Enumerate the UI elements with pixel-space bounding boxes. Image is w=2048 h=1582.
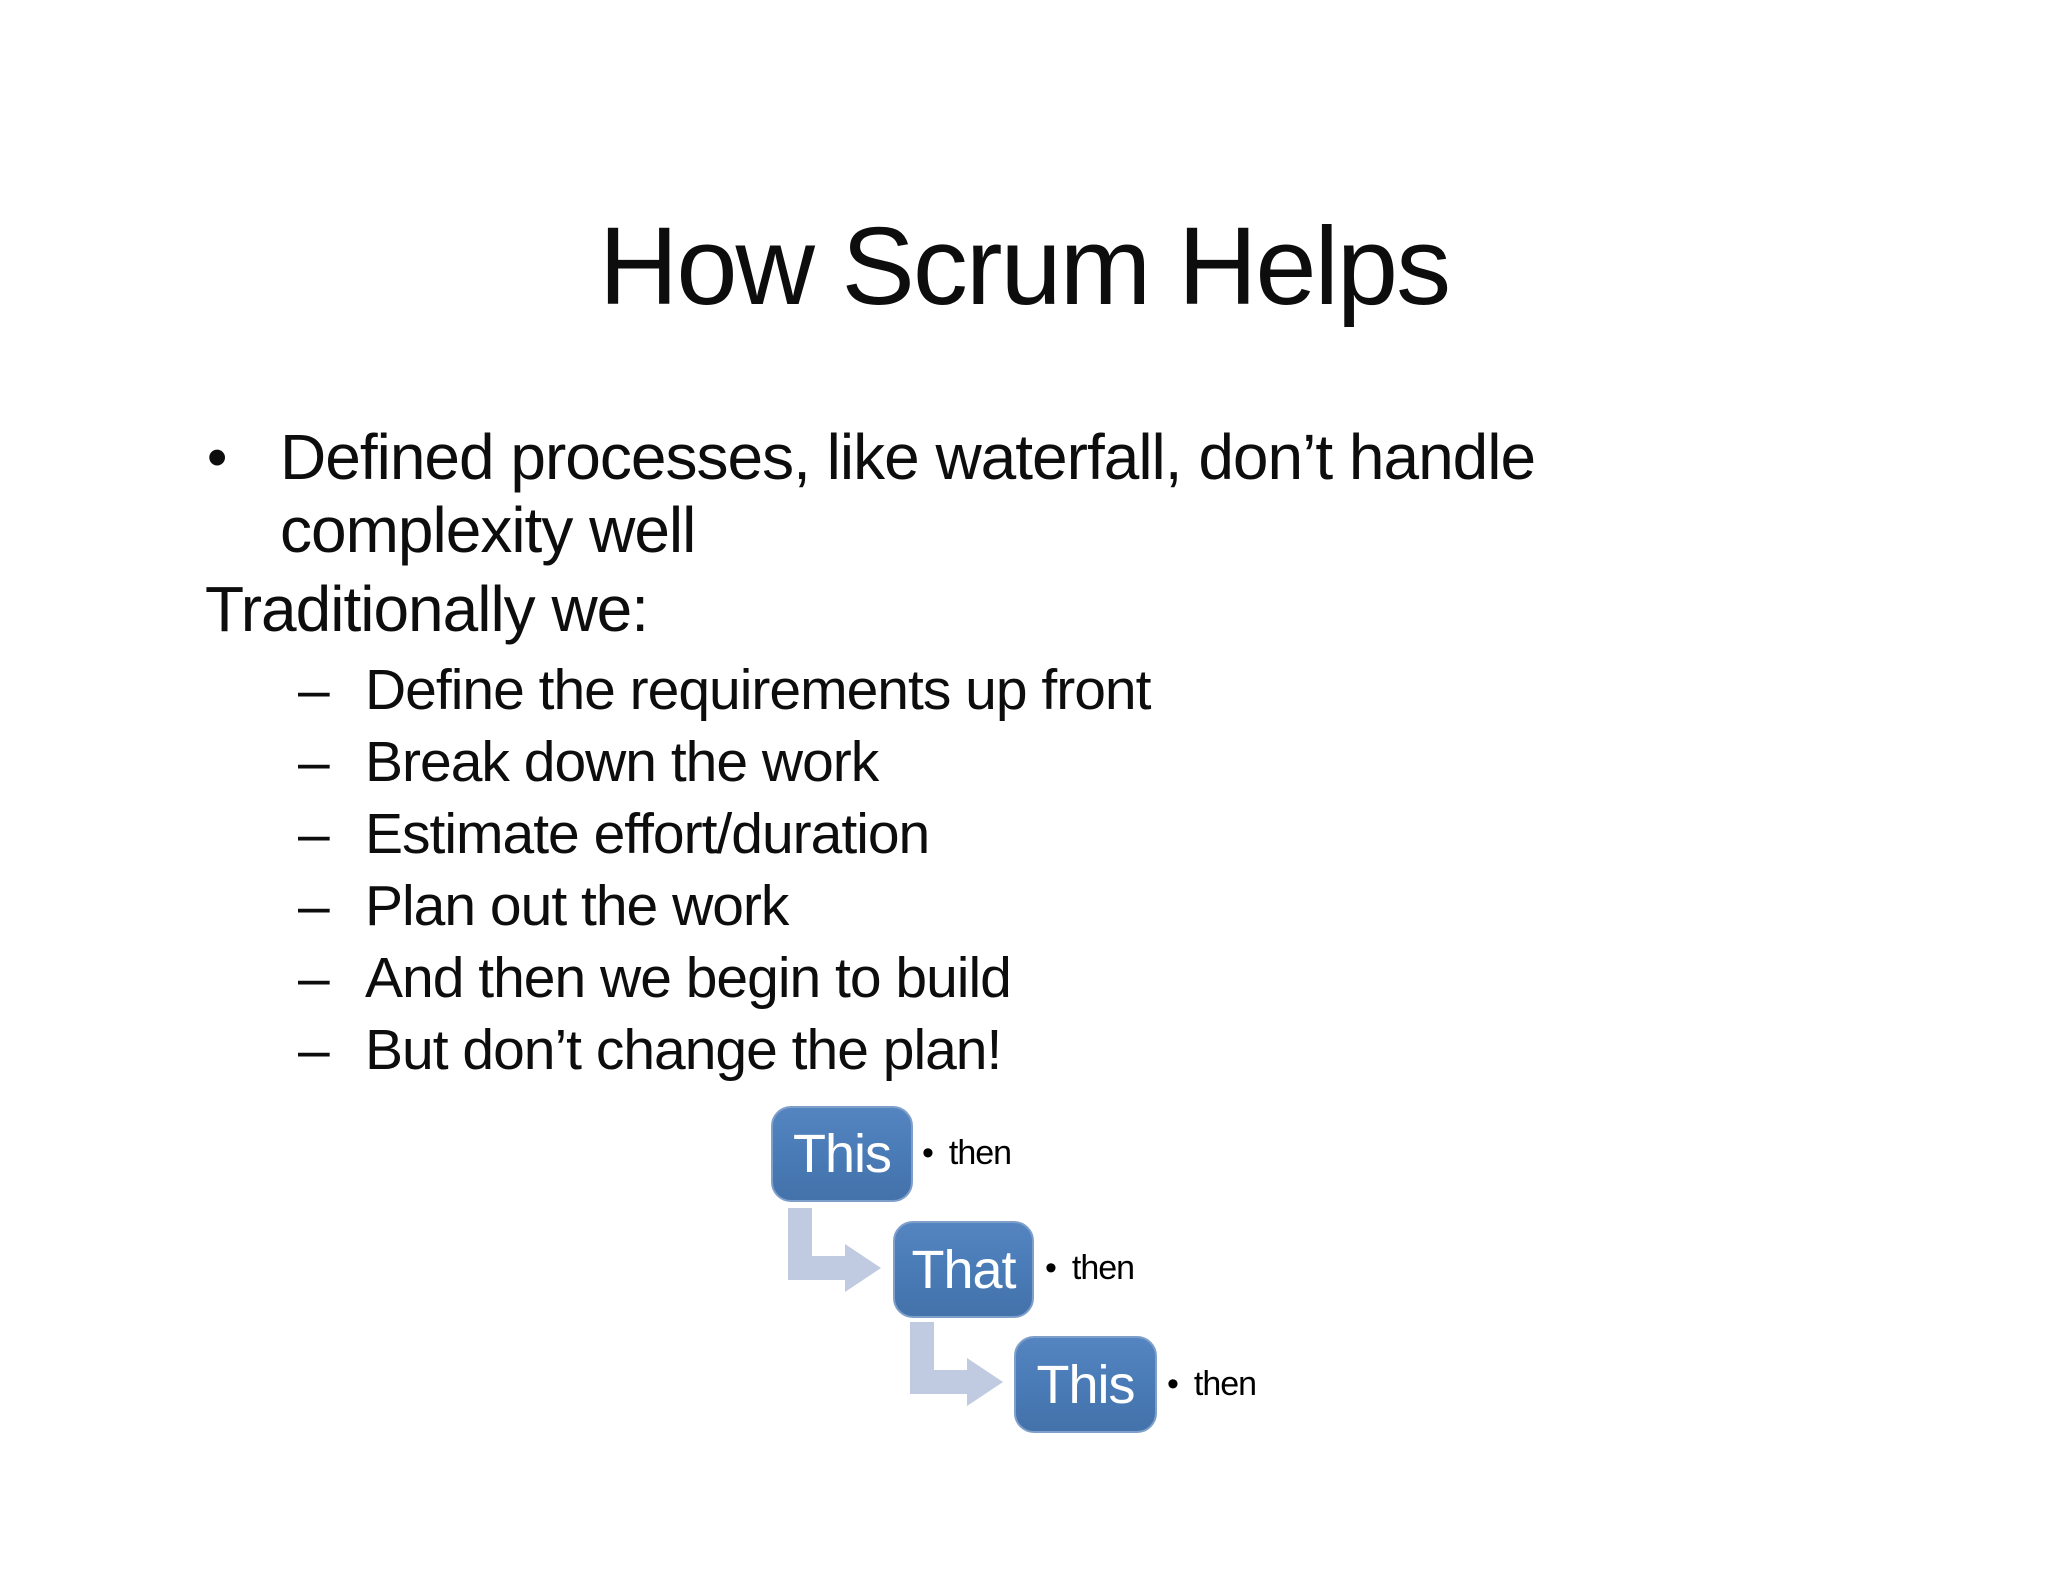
main-bullet-text: Defined processes, like waterfall, don’t…: [280, 421, 1536, 567]
then-text: then: [1193, 1364, 1257, 1403]
sub-bullet-text: Break down the work: [365, 730, 879, 794]
list-item: – Break down the work: [298, 726, 1150, 798]
then-text: then: [1071, 1248, 1135, 1287]
sub-bullet-text: Estimate effort/duration: [365, 802, 930, 866]
then-label: • then: [1167, 1358, 1257, 1410]
dash-marker: –: [298, 658, 330, 722]
sub-bullet-text: Plan out the work: [365, 874, 789, 938]
list-item: – But don’t change the plan!: [298, 1014, 1150, 1086]
sub-bullet-text: And then we begin to build: [365, 946, 1012, 1010]
diagram-box-label: That: [911, 1239, 1016, 1300]
dash-marker: –: [298, 730, 330, 794]
page-title: How Scrum Helps: [598, 205, 1451, 328]
diagram-box-this-1: This: [771, 1106, 913, 1202]
main-bullet-line-2: complexity well: [280, 494, 696, 566]
elbow-arrow-icon: [788, 1208, 881, 1292]
diagram-box-this-2: This: [1014, 1336, 1157, 1433]
dash-marker: –: [298, 802, 330, 866]
sub-bullet-list: – Define the requirements up front – Bre…: [298, 654, 1151, 1086]
elbow-arrow-icon: [910, 1322, 1003, 1406]
sub-bullet-text: But don’t change the plan!: [365, 1018, 1002, 1082]
paragraph-traditionally: Traditionally we:: [205, 573, 649, 645]
then-text: then: [948, 1133, 1012, 1172]
diagram-box-that: That: [893, 1221, 1034, 1318]
list-item: – Plan out the work: [298, 870, 1150, 942]
diagram-box-label: This: [792, 1124, 892, 1184]
bullet-marker: •: [207, 425, 227, 490]
dash-marker: –: [298, 946, 330, 1010]
sub-bullet-text: Define the requirements up front: [365, 658, 1151, 722]
main-bullet-line-1: Defined processes, like waterfall, don’t…: [280, 421, 1536, 493]
bullet-dot-icon: •: [1045, 1248, 1057, 1287]
diagram-box-label: This: [1036, 1354, 1135, 1415]
then-label: • then: [922, 1127, 1012, 1179]
dash-marker: –: [298, 874, 330, 938]
list-item: – And then we begin to build: [298, 942, 1150, 1014]
main-bullet: • Defined processes, like waterfall, don…: [207, 421, 1707, 567]
list-item: – Estimate effort/duration: [298, 798, 1150, 870]
dash-marker: –: [298, 1018, 330, 1082]
bullet-dot-icon: •: [922, 1133, 934, 1172]
list-item: – Define the requirements up front: [298, 654, 1151, 726]
bullet-dot-icon: •: [1167, 1364, 1179, 1403]
then-label: • then: [1045, 1242, 1135, 1294]
